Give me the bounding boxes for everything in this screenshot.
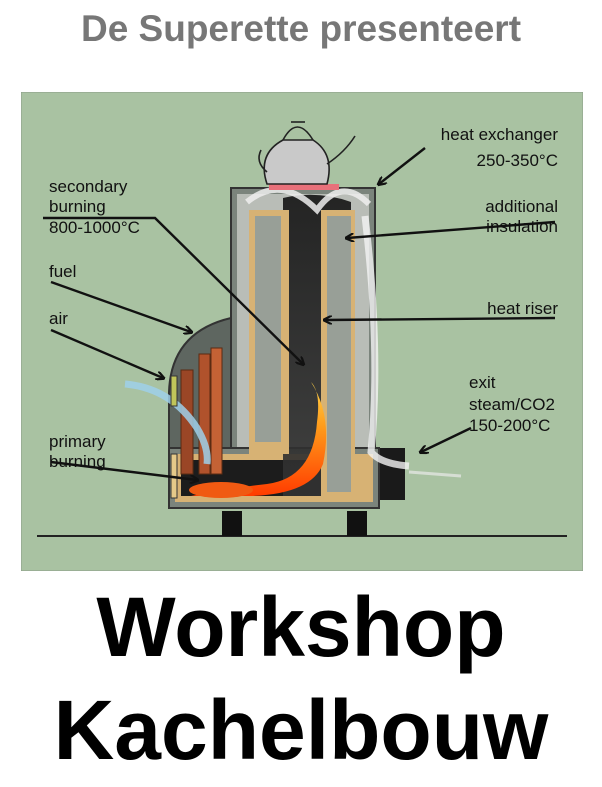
- secondary-air-grate: [170, 375, 178, 407]
- callout-lines: [43, 147, 556, 480]
- label-fuel: fuel: [49, 262, 76, 281]
- hot-plate: [269, 184, 339, 190]
- kachelbouw-title: Kachelbouw: [53, 683, 549, 777]
- presenter-title: De Superette presenteert: [80, 8, 522, 49]
- panel-right: [327, 216, 351, 492]
- label-air: air: [49, 309, 68, 328]
- stove-foot-left: [222, 511, 242, 536]
- stove-foot-right: [347, 511, 367, 536]
- kettle-icon: [258, 121, 356, 185]
- workshop-title: Workshop: [96, 580, 506, 674]
- air-flow: [124, 380, 211, 465]
- smoke-swirl: [245, 186, 372, 215]
- label-heat-riser: heat riser: [487, 299, 558, 318]
- firewood: [180, 347, 223, 475]
- embers: [189, 482, 253, 498]
